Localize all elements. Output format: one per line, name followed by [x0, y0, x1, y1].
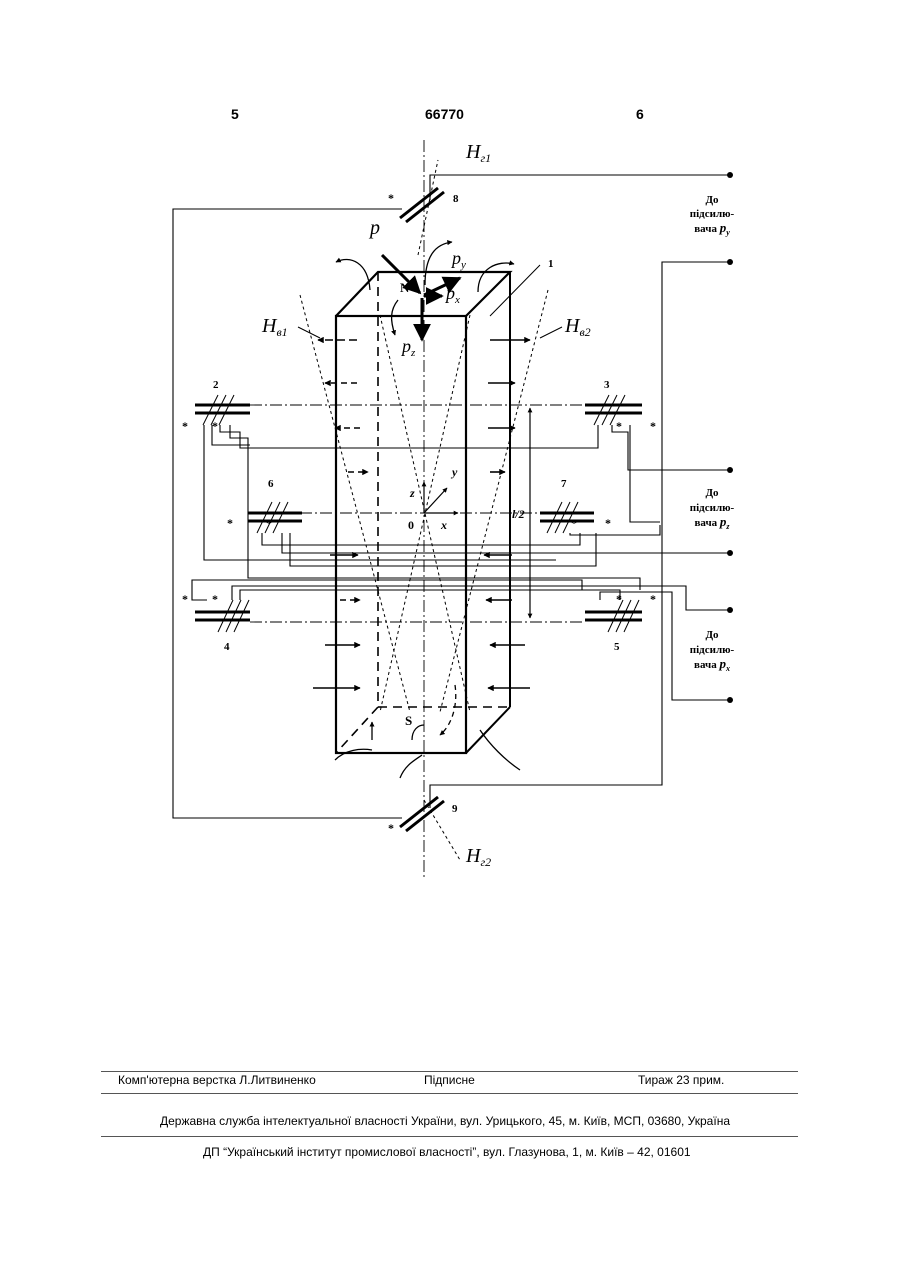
- footer-service: Державна служба інтелектуальної власност…: [160, 1114, 730, 1128]
- axis-origin-label: 0: [408, 518, 414, 532]
- label-6: 6: [268, 478, 274, 490]
- axis-x-label: x: [440, 518, 447, 532]
- svg-text:вача px: вача px: [694, 656, 730, 673]
- output-px: До підсилю- вача px: [690, 629, 735, 673]
- footer-rule-middle: [101, 1093, 798, 1094]
- svg-text:*: *: [650, 592, 656, 606]
- prism-body: [336, 272, 510, 753]
- footer-signed: Підписне: [424, 1073, 475, 1087]
- footer-rule-bottom: [101, 1136, 798, 1137]
- footer-rule-top: [101, 1071, 798, 1072]
- footer-typesetting: Комп'ютерна верстка Л.Литвиненко: [118, 1073, 316, 1087]
- coils: [195, 188, 642, 831]
- label-4: 4: [224, 641, 230, 653]
- svg-text:підсилю-: підсилю-: [690, 208, 735, 220]
- svg-text:*: *: [212, 419, 218, 433]
- svg-text:*: *: [616, 592, 622, 606]
- svg-text:*: *: [616, 419, 622, 433]
- terminals: [727, 172, 733, 703]
- label-7: 7: [561, 478, 567, 490]
- label-px: px: [444, 283, 460, 306]
- footer-circulation: Тираж 23 прим.: [638, 1073, 724, 1087]
- pole-south: S: [405, 713, 412, 728]
- footer-institute: ДП “Український інститут промислової вла…: [203, 1145, 691, 1159]
- label-pz: pz: [400, 336, 416, 359]
- svg-text:*: *: [650, 419, 656, 433]
- label-hg2: Hг2: [465, 845, 491, 869]
- svg-text:До: До: [705, 487, 719, 499]
- svg-text:*: *: [182, 419, 188, 433]
- label-9: 9: [452, 803, 458, 815]
- flux-arrows: [313, 340, 530, 688]
- label-2: 2: [213, 379, 219, 391]
- svg-text:*: *: [605, 516, 611, 530]
- svg-text:До: До: [705, 194, 719, 206]
- svg-text:До: До: [705, 629, 719, 641]
- svg-text:вача py: вача py: [694, 220, 730, 237]
- output-pz: До підсилю- вача pz: [690, 487, 735, 531]
- svg-text:*: *: [227, 516, 233, 530]
- axis-z-label: z: [409, 486, 415, 500]
- label-3: 3: [604, 379, 610, 391]
- svg-text:*: *: [388, 191, 394, 205]
- label-hg1: Hг1: [465, 141, 491, 165]
- svg-text:підсилю-: підсилю-: [690, 502, 735, 514]
- svg-text:*: *: [571, 516, 577, 530]
- svg-text:підсилю-: підсилю-: [690, 644, 735, 656]
- svg-text:*: *: [182, 592, 188, 606]
- label-8: 8: [453, 193, 459, 205]
- axis-y-label: y: [450, 465, 458, 479]
- svg-text:*: *: [212, 592, 218, 606]
- dimension-label: l/2: [512, 507, 525, 521]
- svg-text:*: *: [266, 516, 272, 530]
- label-hv1: Hв1: [261, 315, 288, 339]
- label-5: 5: [614, 641, 620, 653]
- label-p: p: [368, 217, 380, 239]
- output-py: До підсилю- вача py: [690, 194, 735, 237]
- label-py: py: [450, 248, 466, 271]
- label-1: 1: [548, 258, 554, 270]
- pole-north: N: [400, 280, 410, 295]
- label-hv2: Hв2: [564, 315, 591, 339]
- svg-text:вача pz: вача pz: [694, 514, 730, 531]
- svg-text:*: *: [388, 821, 394, 835]
